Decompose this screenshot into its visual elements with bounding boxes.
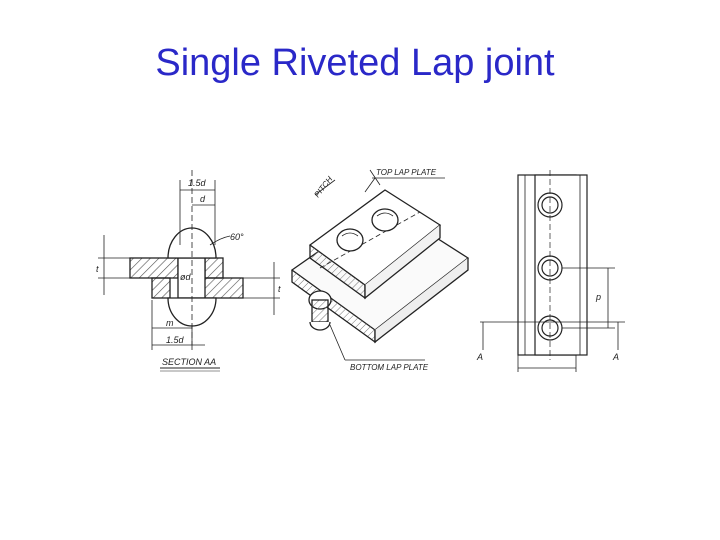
top-plate-label: TOP LAP PLATE xyxy=(376,168,437,177)
lap-joint-drawing: 1.5d d 60° t ød t m 1.5d SECTION AA xyxy=(96,168,625,372)
dim-margin: m xyxy=(166,318,174,328)
dim-half: d xyxy=(200,194,206,204)
dim-head-width: 1.5d xyxy=(188,178,207,188)
bottom-plate-label: BOTTOM LAP PLATE xyxy=(350,363,429,372)
section-caption: SECTION AA xyxy=(162,357,216,367)
dim-bottom: 1.5d xyxy=(166,335,185,345)
plan-view xyxy=(480,170,625,372)
section-view xyxy=(98,170,280,372)
dim-thickness-right: t xyxy=(278,284,281,294)
slide-title: Single Riveted Lap joint xyxy=(155,42,555,84)
dim-hole: ød xyxy=(180,272,191,282)
plan-pitch-label: p xyxy=(595,292,601,302)
isometric-view xyxy=(290,169,470,361)
pitch-label: PITCH xyxy=(312,175,334,200)
section-marker-left: A xyxy=(476,352,483,362)
section-marker-right: A xyxy=(612,352,619,362)
dim-plate-thickness: t xyxy=(96,264,99,274)
dim-angle: 60° xyxy=(230,232,244,242)
